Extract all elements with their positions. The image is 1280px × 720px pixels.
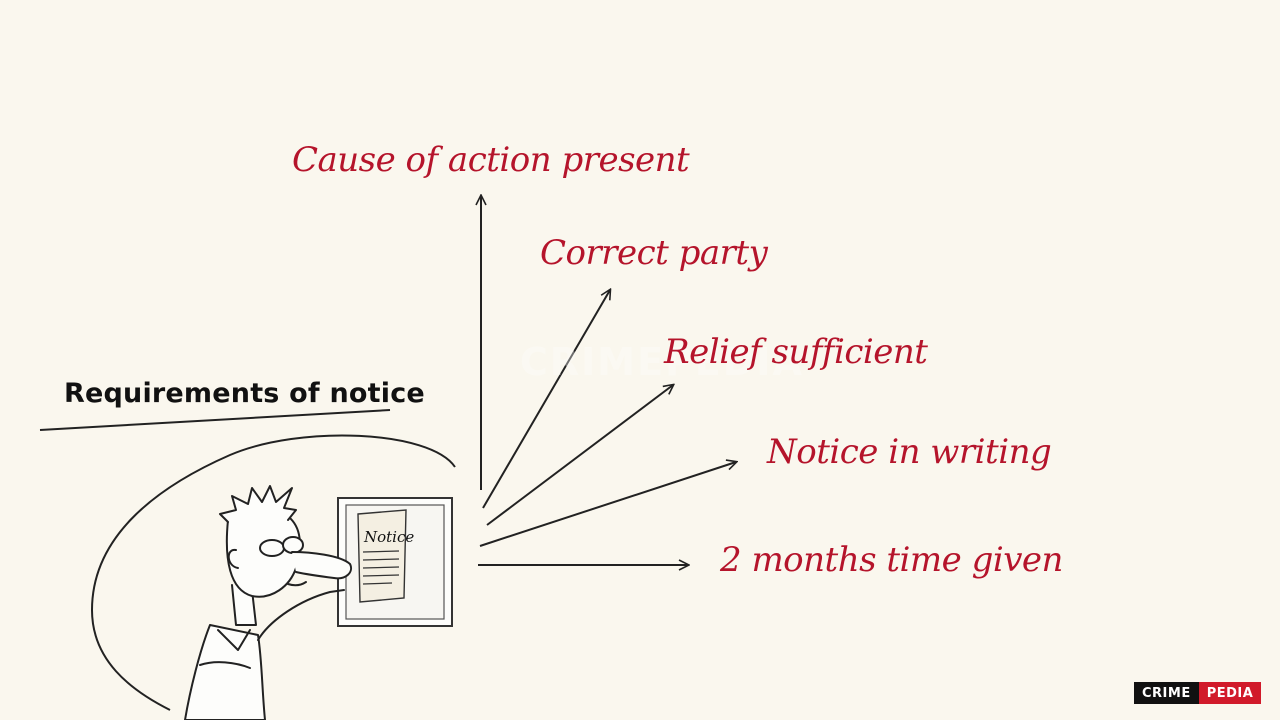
requirement-correct-party: Correct party [540, 233, 768, 273]
arrow-notice-in-writing [479, 462, 736, 547]
arrow-relief-sufficient [486, 385, 673, 526]
watermark: CRIMEPEDIA [520, 340, 804, 384]
heading-underline [39, 409, 391, 431]
requirement-notice-in-writing: Notice in writing [767, 432, 1052, 472]
requirement-time-given: 2 months time given [720, 540, 1063, 580]
brand-logo: CRIME PEDIA [1134, 682, 1262, 704]
brand-logo-part2: PEDIA [1198, 682, 1262, 704]
cartoon-man [184, 485, 352, 720]
requirement-cause-of-action: Cause of action present [292, 140, 690, 180]
notice-sign-text: Notice [363, 528, 414, 546]
arrow-correct-party [482, 290, 610, 509]
brand-logo-part1: CRIME [1134, 682, 1199, 704]
requirement-relief-sufficient: Relief sufficient [664, 332, 928, 372]
notice-board: Notice [337, 497, 453, 627]
thought-curve [90, 434, 456, 711]
diagram-heading: Requirements of notice [64, 378, 425, 409]
